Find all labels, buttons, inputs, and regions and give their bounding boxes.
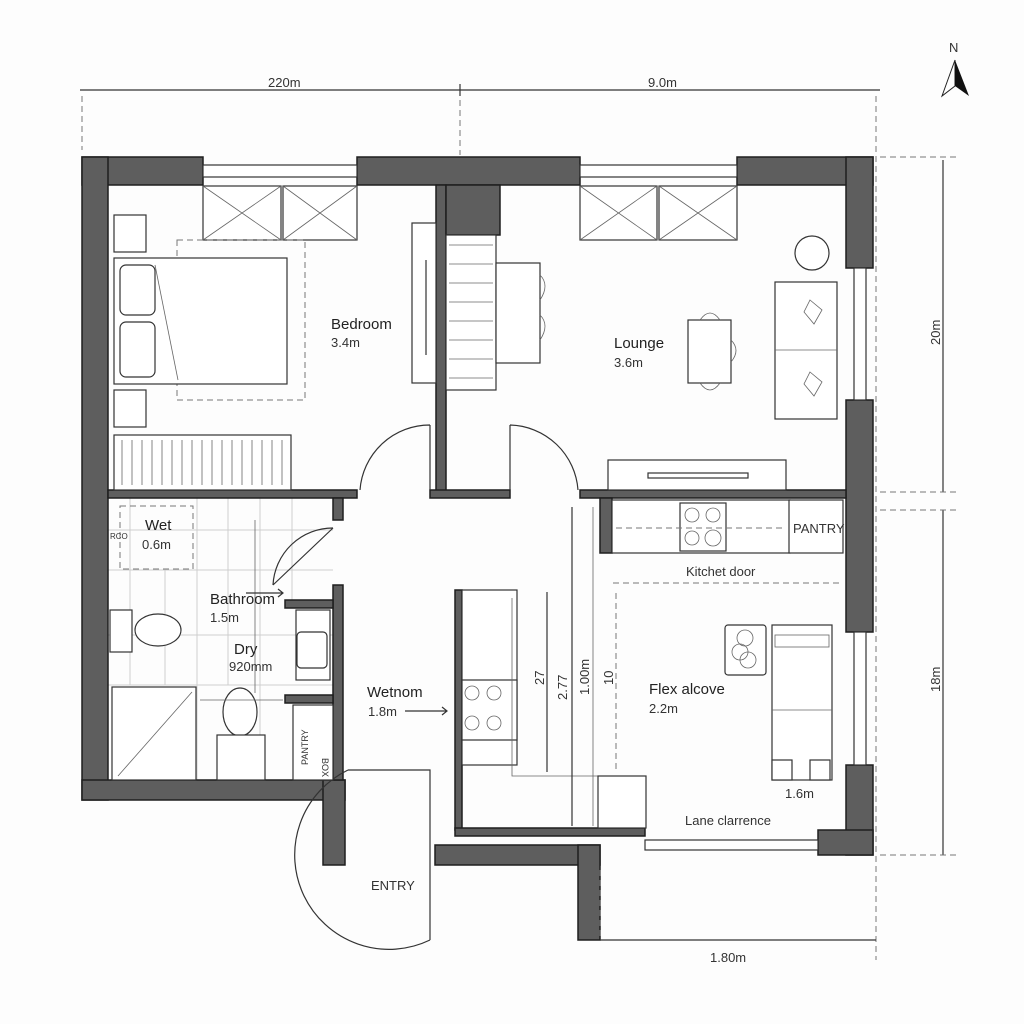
dry-size: 920mm: [229, 659, 272, 674]
room-labels: Bedroom 3.4m Lounge 3.6m Wet 0.6m RCO Ba…: [110, 316, 845, 893]
pantry-label: PANTRY: [793, 521, 845, 536]
dimension-right: 20m 18m: [880, 156, 960, 856]
wetnom-size: 1.8m: [368, 704, 397, 719]
bedroom-label: Bedroom: [331, 316, 392, 333]
shower: [111, 686, 197, 781]
walls: [81, 156, 874, 941]
wet-label: Wet: [145, 517, 172, 534]
kitchen-door-label: Kitchet door: [686, 564, 756, 579]
dry-label: Dry: [234, 641, 258, 658]
dimension-arrows: [246, 588, 448, 716]
sofa: [774, 281, 838, 420]
pantry-box-line2: BOX: [320, 758, 330, 777]
flex-bed-dimension: 1.6m: [785, 786, 814, 801]
dim-right-lower: 18m: [928, 667, 943, 692]
bathroom-fixtures: [109, 505, 334, 781]
north-arrow-icon: N: [940, 40, 969, 98]
flex-alcove-size: 2.2m: [649, 701, 678, 716]
dim-bottom: 1.80m: [710, 950, 746, 965]
bathroom-label: Bathroom: [210, 591, 275, 608]
lounge-size: 3.6m: [614, 355, 643, 370]
wetnom-label: Wetnom: [367, 684, 423, 701]
sink: [296, 631, 328, 669]
dimension-bottom: 1.80m: [599, 870, 876, 965]
dim-hall-a: 27: [532, 671, 547, 685]
compass-label: N: [949, 40, 958, 55]
wet-tag: RCO: [110, 532, 128, 541]
dim-hall-c: 1.00m: [577, 659, 592, 695]
flex-bed: [771, 624, 833, 781]
dim-right-upper: 20m: [928, 320, 943, 345]
bathroom-size: 1.5m: [210, 610, 239, 625]
lounge-furniture: [445, 185, 838, 491]
flex-alcove-label: Flex alcove: [649, 681, 725, 698]
dimension-top: 220m 9.0m: [80, 75, 880, 960]
kitchen: [461, 499, 844, 829]
bedroom-size: 3.4m: [331, 335, 360, 350]
entry-label: ENTRY: [371, 878, 415, 893]
dim-hall-d: 10: [601, 671, 616, 685]
toilet: [222, 687, 258, 737]
bedroom-furniture: [113, 185, 437, 491]
dining-table: [687, 319, 732, 384]
lane-clearance-label: Lane clarrence: [685, 813, 771, 828]
doors: [272, 424, 579, 950]
dim-hall-b: 2.77: [555, 675, 570, 700]
windows: [202, 164, 867, 851]
lounge-label: Lounge: [614, 335, 664, 352]
dim-top-left: 220m: [268, 75, 301, 90]
wet-size: 0.6m: [142, 537, 171, 552]
dim-top-right: 9.0m: [648, 75, 677, 90]
entry-door: [294, 769, 431, 950]
pantry-box-line1: PANTRY: [300, 729, 310, 765]
